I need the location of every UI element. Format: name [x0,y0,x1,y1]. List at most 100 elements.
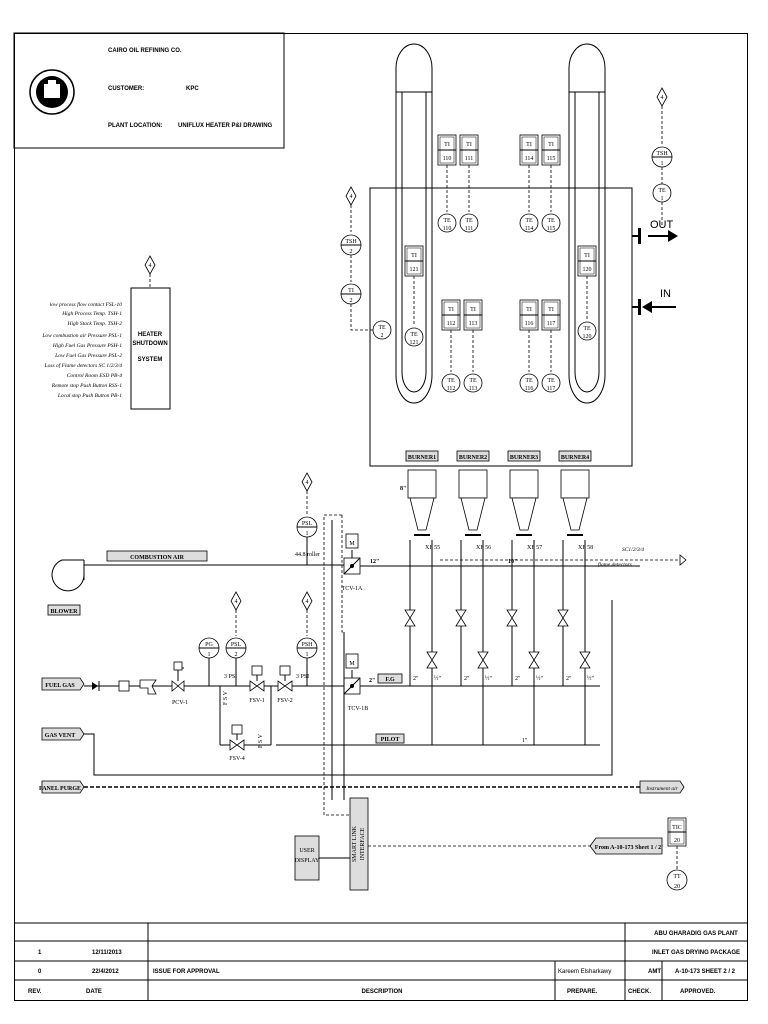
burner-2 [458,469,488,536]
svg-text:1": 1" [522,738,528,744]
svg-text:SHUTDOWN: SHUTDOWN [132,341,167,347]
svg-text:4: 4 [350,194,353,200]
svg-text:TSH: TSH [345,239,357,245]
u-tube-right [568,43,606,404]
svg-text:2": 2" [413,676,419,682]
svg-text:FSV-2: FSV-2 [277,698,292,704]
svg-text:110: 110 [443,226,452,232]
header-block: CAIRO OIL REFINING CO. CUSTOMER: KPC PLA… [13,32,285,149]
svg-text:4: 4 [235,599,238,605]
svg-text:ISSUE FOR APPROVAL: ISSUE FOR APPROVAL [153,969,220,975]
gas-vent-label: GAS VENT [45,733,75,739]
svg-text:TT: TT [673,874,681,880]
svg-text:CHECK.: CHECK. [628,989,651,995]
svg-text:2: 2 [350,298,353,304]
svg-text:High Process Temp. TSH-1: High Process Temp. TSH-1 [61,311,122,317]
burner-3 [509,469,539,536]
svg-text:10": 10" [508,559,517,565]
svg-text:Low Fuel Gas Pressure PSL-2: Low Fuel Gas Pressure PSL-2 [54,353,122,359]
svg-text:TCV-1A: TCV-1A [342,586,363,592]
svg-text:flame detectors: flame detectors [598,561,632,568]
svg-text:2": 2" [464,676,470,682]
flow-out: OUT [632,219,678,244]
svg-text:2": 2" [515,676,521,682]
location-value: UNIFLUX HEATER P&I DRAWING [178,123,273,129]
svg-text:Low combustion air Pressure PS: Low combustion air Pressure PSL-1 [41,333,122,339]
svg-text:20: 20 [674,838,680,844]
svg-text:1: 1 [661,196,664,202]
tb-package: INLET GAS DRYING PACKAGE [652,950,740,956]
svg-text:½": ½" [536,675,544,682]
tb-plant: ABU GHARADIG GAS PLANT [654,931,738,937]
svg-text:XF 57: XF 57 [527,545,542,551]
user-display [294,835,320,881]
svg-text:2": 2" [369,678,375,684]
svg-text:TI: TI [470,307,476,313]
burner-4 [560,469,590,536]
te-1: TE1 [652,183,672,203]
svg-text:121: 121 [410,267,419,273]
blower-label: BLOWER [50,609,78,615]
svg-text:XF 55: XF 55 [425,545,440,551]
svg-text:REV.: REV. [28,989,42,995]
svg-text:M: M [349,661,355,667]
panel-purge-label: PANEL PURGE [39,786,81,792]
svg-text:1: 1 [306,652,309,658]
svg-text:114: 114 [525,226,534,232]
svg-text:TIC: TIC [672,825,682,831]
svg-text:PSH: PSH [301,642,313,648]
fuel-gas-line: FUEL GAS PCV-1 3 PSI 3 PSI FSV-1 FSV-2 T… [41,653,600,712]
fuel-gas-label: FUEL GAS [45,683,75,689]
pilot-line: PILOT 1" [276,733,600,746]
company-name: CAIRO OIL REFINING CO. [108,48,182,54]
svg-text:4: 4 [149,263,152,269]
svg-text:2": 2" [566,676,572,682]
svg-text:HEATER: HEATER [138,332,163,338]
shutdown-box [130,287,171,410]
svg-text:TCV-1B: TCV-1B [348,706,368,712]
flow-in: IN [632,288,676,315]
svg-text:4: 4 [306,480,309,486]
svg-text:DATE: DATE [86,989,102,995]
svg-text:TE: TE [410,332,418,338]
location-label: PLANT LOCATION: [108,123,163,129]
burner-2-label: BURNER2 [459,455,487,461]
svg-text:22/4/2012: 22/4/2012 [92,969,119,975]
svg-text:115: 115 [547,226,556,232]
heater-box [369,187,633,467]
svg-text:PILOT: PILOT [381,737,400,743]
svg-text:116: 116 [525,321,534,327]
svg-text:Remote stop Push Button RSS-1: Remote stop Push Button RSS-1 [51,383,123,389]
svg-text:TI: TI [526,307,532,313]
svg-text:Loss of Flame detectors SC 1/2: Loss of Flame detectors SC 1/2/3/4 [44,362,123,369]
svg-text:1: 1 [306,531,309,537]
svg-text:12/11/2013: 12/11/2013 [92,950,122,956]
svg-text:APPROVED.: APPROVED. [680,989,716,995]
burner-1 [407,469,437,536]
svg-text:USER: USER [299,848,314,854]
svg-text:113: 113 [469,386,478,392]
svg-text:TE: TE [465,218,473,224]
svg-text:110: 110 [443,156,452,162]
svg-text:TE: TE [583,326,591,332]
svg-text:F S V: F S V [258,733,264,748]
svg-text:F S V: F S V [223,690,229,705]
svg-text:117: 117 [547,386,556,392]
svg-text:3 PSI: 3 PSI [296,674,309,680]
svg-text:½": ½" [485,675,493,682]
svg-text:4: 4 [306,599,309,605]
burner-feeds: 2" 2" 2" 2" ½" ½" ½" ½" [404,540,595,745]
